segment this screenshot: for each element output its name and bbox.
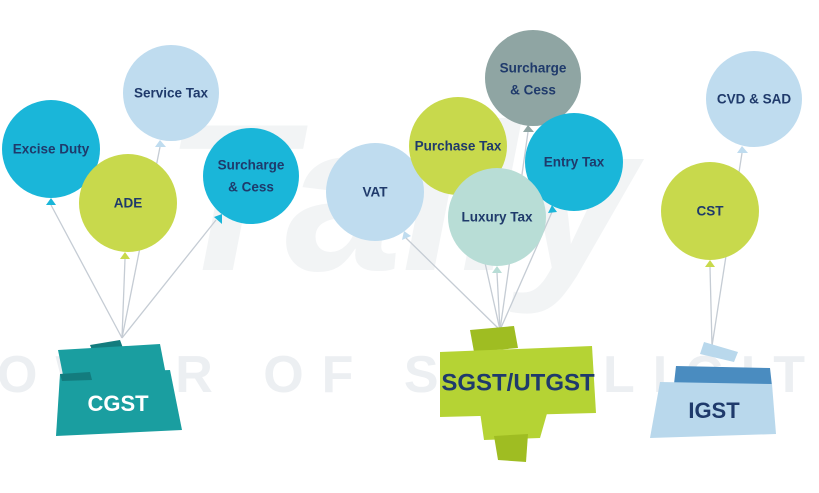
banner-igst-label: IGST xyxy=(688,398,740,423)
balloon-entry-tax[interactable]: Entry Tax xyxy=(525,113,623,213)
balloon-surcharge-cess-2-line1: Surcharge xyxy=(500,61,567,76)
balloon-entry-tax-label: Entry Tax xyxy=(544,155,605,170)
group-cgst: CGST Excise Duty Service Tax ADE Surchar… xyxy=(2,45,299,436)
balloon-vat-label: VAT xyxy=(363,185,389,200)
balloon-luxury-tax-label: Luxury Tax xyxy=(461,210,533,225)
balloon-excise-duty[interactable]: Excise Duty xyxy=(2,100,100,205)
balloon-string xyxy=(496,272,501,331)
balloon-string xyxy=(121,258,126,339)
balloon-surcharge-cess-1-line1: Surcharge xyxy=(218,158,285,173)
balloon-string xyxy=(121,219,217,339)
balloon-excise-duty-label: Excise Duty xyxy=(13,142,90,157)
balloon-surcharge-cess-1-line2: & Cess xyxy=(228,180,274,195)
banner-cgst-label: CGST xyxy=(87,391,149,416)
balloon-surcharge-cess-1[interactable]: Surcharge & Cess xyxy=(203,128,299,224)
balloon-surcharge-cess-2-line2: & Cess xyxy=(510,83,556,98)
balloon-cvd-sad-label: CVD & SAD xyxy=(717,92,792,107)
banner-sgst-top-fold xyxy=(470,326,518,352)
balloon-string xyxy=(709,266,713,347)
banner-sgst-label: SGST/UTGST xyxy=(441,369,595,396)
balloon-ade-label: ADE xyxy=(114,196,143,211)
balloon-surcharge-cess-2[interactable]: Surcharge & Cess xyxy=(485,30,581,132)
banner-sgst-tail xyxy=(494,434,528,462)
banner-cgst: CGST xyxy=(56,340,182,436)
balloon-cvd-sad[interactable]: CVD & SAD xyxy=(706,51,802,153)
group-sgst: SGST/UTGST VAT Purchase Tax Surcharge & … xyxy=(326,30,623,462)
balloon-ade[interactable]: ADE xyxy=(79,154,177,259)
banner-sgst-lower xyxy=(480,410,548,440)
balloon-service-tax-label: Service Tax xyxy=(134,86,209,101)
banner-cgst-front xyxy=(56,370,182,436)
banner-igst-band xyxy=(674,366,772,386)
banner-cgst-middle xyxy=(58,344,166,380)
group-igst: IGST CVD & SAD CST xyxy=(650,51,802,438)
balloon-string xyxy=(50,204,123,339)
balloon-luxury-tax[interactable]: Luxury Tax xyxy=(448,168,546,273)
banner-sgst-front xyxy=(440,346,596,417)
banner-sgst: SGST/UTGST xyxy=(440,326,596,462)
banner-igst: IGST xyxy=(650,342,776,438)
banner-igst-top xyxy=(700,342,738,362)
balloon-service-tax[interactable]: Service Tax xyxy=(123,45,219,147)
banner-igst-front xyxy=(650,382,776,438)
balloon-purchase-tax-label: Purchase Tax xyxy=(415,139,502,154)
balloon-cst[interactable]: CST xyxy=(661,162,759,267)
balloon-vat[interactable]: VAT xyxy=(326,143,424,241)
balloon-cst-label: CST xyxy=(697,204,725,219)
banner-cgst-shade xyxy=(60,372,92,381)
balloon-string xyxy=(405,237,501,331)
